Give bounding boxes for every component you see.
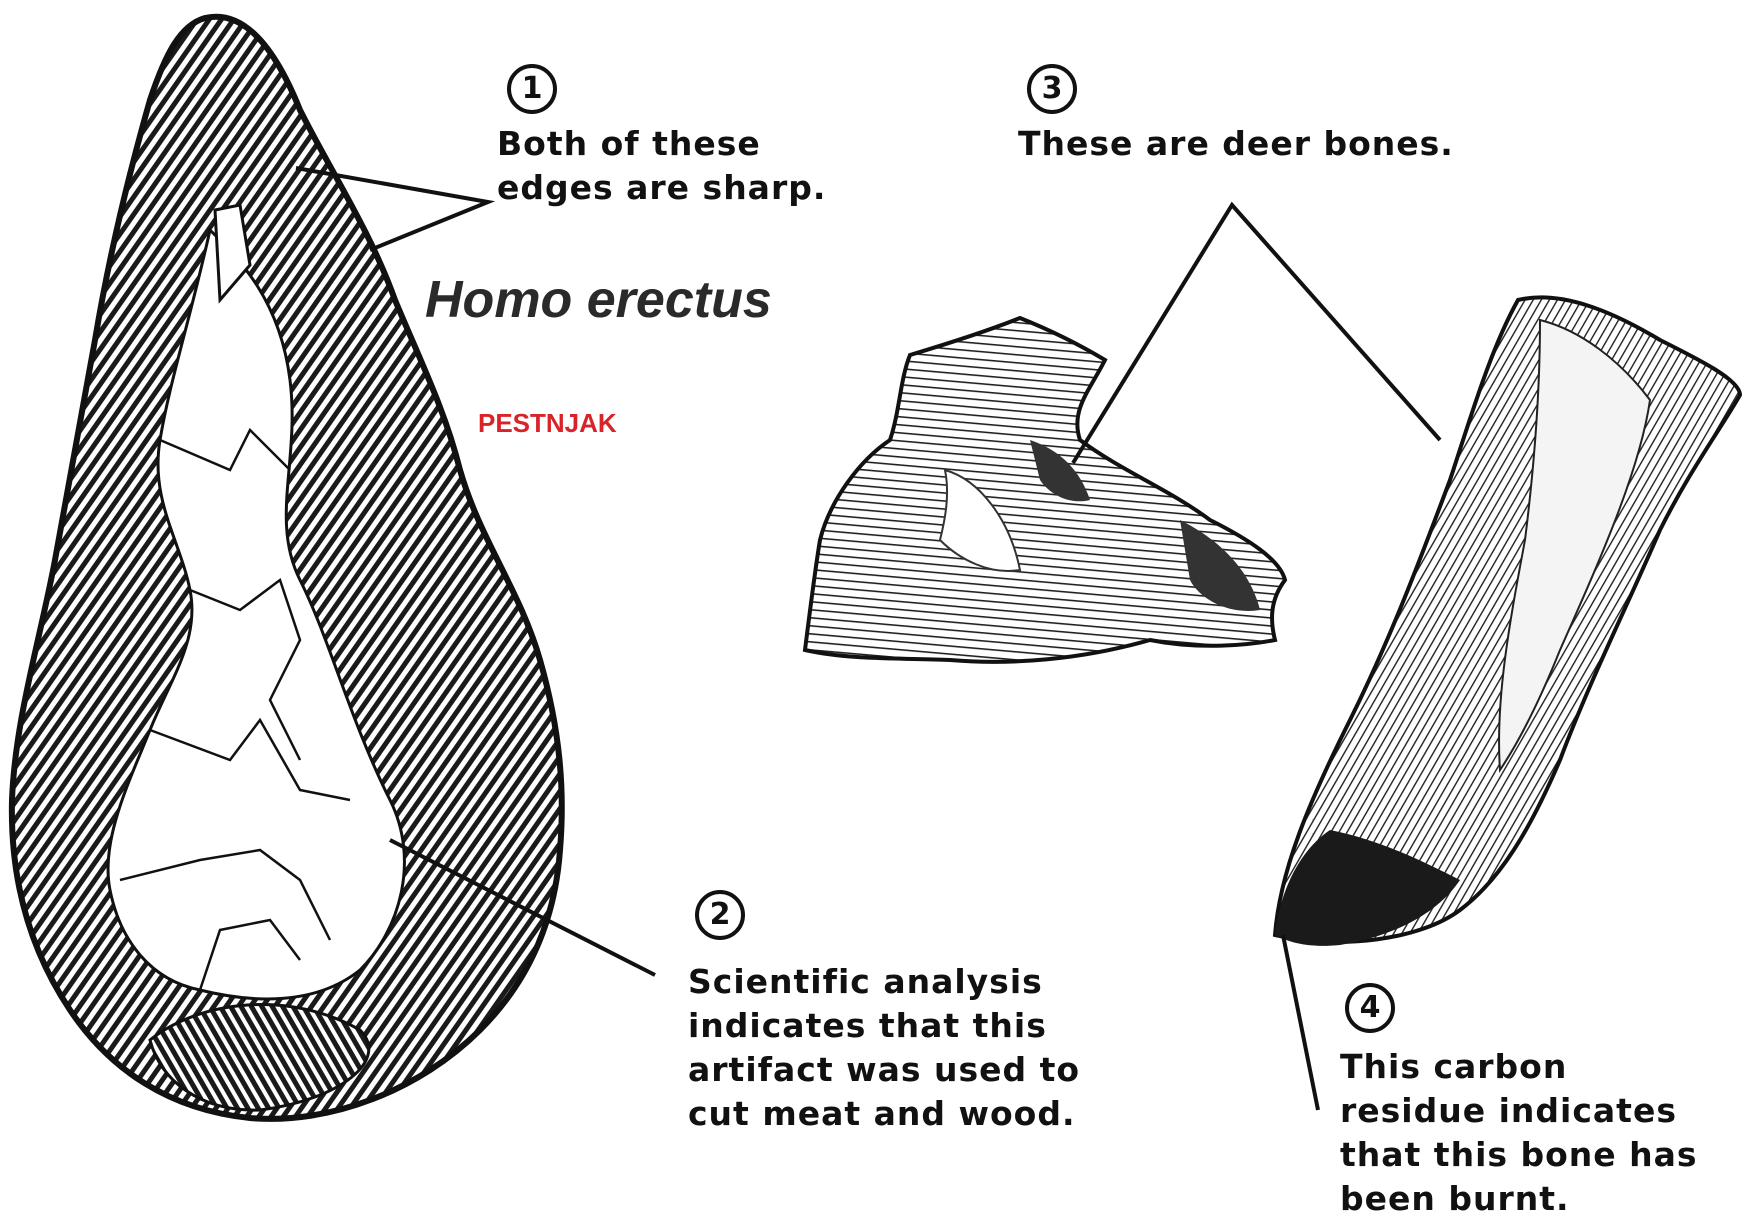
callout-2-text: Scientific analysis indicates that this …: [688, 960, 1080, 1136]
callout-4-text: This carbon residue indicates that this …: [1340, 1045, 1698, 1221]
callout-4-line-4: been burnt.: [1340, 1177, 1698, 1221]
callout-1-line-1: Both of these: [497, 122, 826, 166]
leader-3: [1073, 205, 1440, 463]
leader-4: [1283, 935, 1318, 1110]
callout-2-line-1: Scientific analysis: [688, 960, 1080, 1004]
callout-1-number: 1: [507, 64, 557, 114]
callout-1-line-2: edges are sharp.: [497, 166, 826, 210]
callout-4-line-2: residue indicates: [1340, 1089, 1698, 1133]
callout-4-number: 4: [1345, 983, 1395, 1033]
hand-axe-drawing: [12, 17, 562, 1119]
callout-2-line-3: artifact was used to: [688, 1048, 1080, 1092]
callout-2-line-4: cut meat and wood.: [688, 1092, 1080, 1136]
callout-3-text: These are deer bones.: [1018, 122, 1454, 166]
callout-2-line-2: indicates that this: [688, 1004, 1080, 1048]
burnt-bone-drawing: [1275, 297, 1740, 945]
callout-3-line-1: These are deer bones.: [1018, 122, 1454, 166]
callout-1-text: Both of these edges are sharp.: [497, 122, 826, 210]
deer-bone-fragment-drawing: [805, 318, 1285, 662]
callout-3-number: 3: [1027, 64, 1077, 114]
bone-fragment-outline: [805, 318, 1285, 662]
watermark-text: PESTNJAK: [478, 408, 617, 439]
callout-4-line-1: This carbon: [1340, 1045, 1698, 1089]
callout-2-number: 2: [695, 890, 745, 940]
callout-4-line-3: that this bone has: [1340, 1133, 1698, 1177]
species-title: Homo erectus: [425, 270, 772, 330]
